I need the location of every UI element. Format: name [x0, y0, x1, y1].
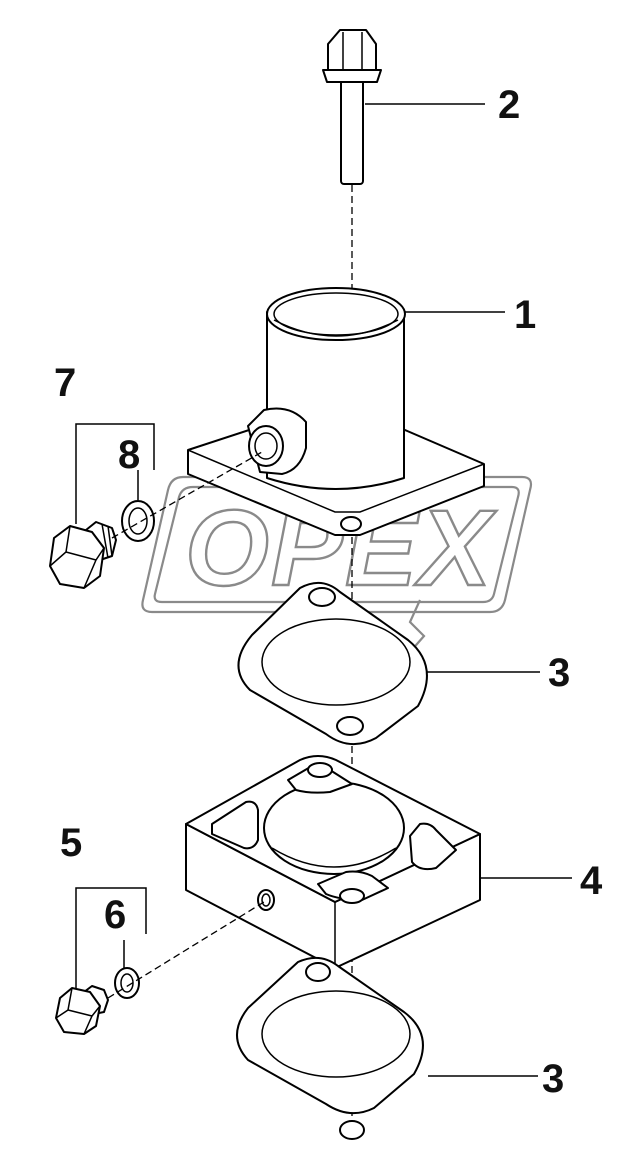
gasket-upper-bore	[261, 618, 411, 706]
leader-5	[75, 887, 147, 988]
part-plug-upper	[49, 521, 117, 589]
plug-upper-thread-lines	[101, 523, 113, 559]
washer-lower-outer	[114, 967, 140, 999]
bolt-hex-head	[327, 29, 377, 71]
gasket-lower-hole-top	[305, 962, 331, 982]
spacer-bottom-hole	[339, 888, 365, 904]
spacer-bore	[263, 781, 405, 875]
callout-6: 6	[104, 893, 126, 937]
housing-drain-port	[248, 425, 284, 467]
callout-1: 1	[514, 293, 536, 337]
part-bolt	[322, 29, 382, 185]
callout-7: 7	[54, 361, 76, 405]
callout-8: 8	[118, 433, 140, 477]
plug-upper-hex-edges	[49, 525, 105, 589]
part-washer-lower	[114, 967, 140, 999]
callout-labels: 2 1 7 8 3 5 6 4 3	[54, 83, 603, 1101]
watermark-frame-inner	[153, 485, 520, 604]
spacer-drain-port	[257, 889, 275, 911]
assembly-line-lower-plug	[107, 901, 265, 999]
part-plug-lower	[55, 985, 109, 1035]
gasket-upper-hole-bottom	[336, 716, 364, 736]
housing-base-bolt-hole	[340, 516, 362, 532]
callout-4: 4	[580, 859, 603, 903]
part-gasket-lower	[236, 956, 424, 1140]
part-gasket-upper	[237, 581, 428, 745]
washer-upper-outer	[121, 500, 155, 542]
callout-2: 2	[498, 83, 520, 127]
spacer-slot-bottom	[317, 870, 389, 901]
gasket-lower-hole-bottom	[339, 1120, 365, 1140]
part-housing	[187, 287, 485, 536]
part-spacer-block	[185, 755, 481, 969]
leader-lines	[75, 103, 572, 1077]
leader-7	[75, 423, 155, 524]
spacer-slot-left	[211, 800, 259, 850]
assembly-line-upper-plug	[111, 451, 263, 539]
housing-drain-port-thread	[254, 432, 278, 460]
housing-cylinder-rim	[266, 287, 406, 341]
gasket-upper-outline	[237, 581, 428, 745]
gasket-lower-bore	[261, 990, 411, 1078]
spacer-slot-right	[409, 822, 457, 871]
part-washer-upper	[121, 500, 155, 542]
gasket-lower-outline	[236, 956, 424, 1115]
bolt-shank	[340, 77, 364, 185]
watermark-frame-outer	[141, 475, 533, 614]
washer-upper-inner	[128, 507, 148, 535]
washer-lower-inner	[120, 973, 134, 993]
spacer-top-hole	[307, 762, 333, 778]
bolt-flange	[322, 69, 382, 83]
plug-lower-hex-edges	[55, 987, 101, 1035]
spacer-bore-inner	[271, 847, 397, 868]
callout-3-upper: 3	[548, 651, 570, 695]
gasket-upper-hole-top	[308, 587, 336, 607]
housing-cylinder-inner-lip	[273, 319, 399, 337]
housing-base-top-edge	[187, 449, 485, 513]
callout-3-lower: 3	[542, 1057, 564, 1101]
housing-cylinder-rim-inner	[273, 292, 399, 336]
callout-5: 5	[60, 821, 82, 865]
spacer-drain-port-inner	[261, 893, 271, 907]
